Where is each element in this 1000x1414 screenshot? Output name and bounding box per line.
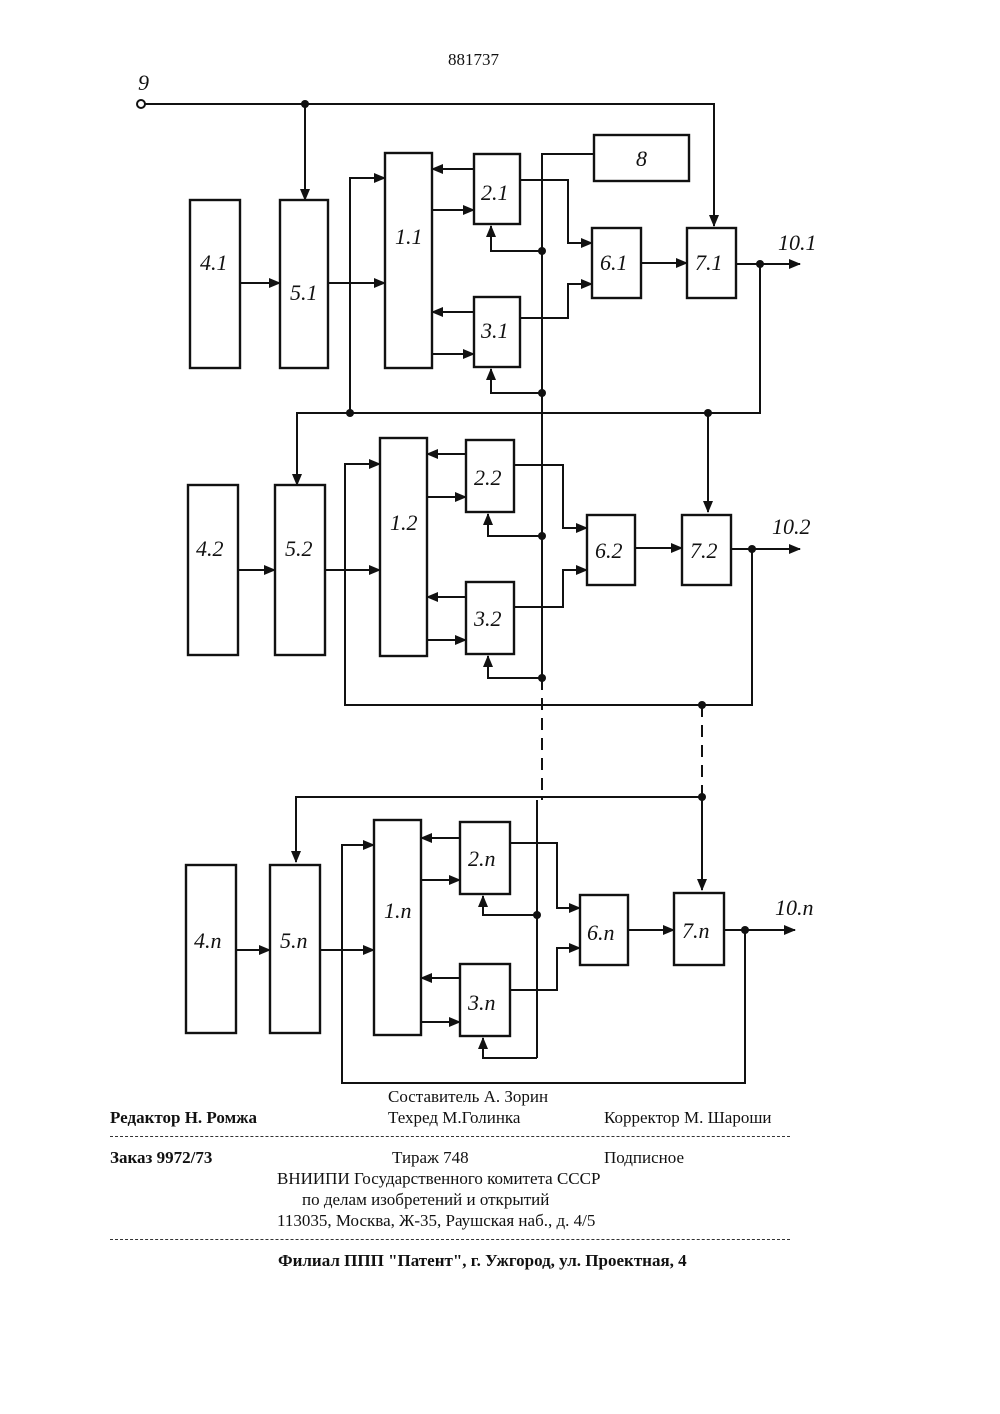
block-1-2-label: 1.2 — [390, 510, 418, 535]
block-1-n — [374, 820, 421, 1035]
block-1-2 — [380, 438, 427, 656]
wire-3-n-to-6-n — [510, 948, 580, 990]
block-5-n-label: 5.n — [280, 928, 308, 953]
block-4-n-label: 4.n — [194, 928, 222, 953]
corrector-credit: Корректор М. Шароши — [604, 1108, 772, 1128]
order-number: Заказ 9972/73 — [110, 1148, 212, 1168]
block-6-2-label: 6.2 — [595, 538, 623, 563]
input-terminal — [137, 100, 145, 108]
block-5-1-label: 5.1 — [290, 280, 318, 305]
print-run: Тираж 748 — [392, 1148, 469, 1168]
ref-node-3-2 — [538, 674, 546, 682]
block-5-2 — [275, 485, 325, 655]
block-8-label: 8 — [636, 146, 647, 171]
composer-credit: Составитель А. Зорин — [388, 1087, 548, 1107]
editor-credit: Редактор Н. Ромжа — [110, 1108, 257, 1128]
wire-ref-to-3-1 — [491, 369, 542, 393]
block-4-2-label: 4.2 — [196, 536, 224, 561]
block-1-1 — [385, 153, 432, 368]
block-6-1-label: 6.1 — [600, 250, 628, 275]
wire-2-n-to-6-n — [510, 843, 580, 908]
wire-ref-to-2-2 — [488, 514, 542, 536]
block-2-n-label: 2.n — [468, 846, 496, 871]
org-line-2: по делам изобретений и открытий — [302, 1190, 549, 1210]
block-7-1-label: 7.1 — [695, 250, 723, 275]
block-3-n-label: 3.n — [467, 990, 496, 1015]
ref-node-3-1 — [538, 389, 546, 397]
ref-node-2-1 — [538, 247, 546, 255]
block-1-1-label: 1.1 — [395, 224, 423, 249]
wire-ref-to-2-1 — [491, 226, 542, 251]
block-1-n-label: 1.n — [384, 898, 412, 923]
divider-bottom — [110, 1239, 790, 1240]
wire-ref-to-2-n — [483, 896, 537, 915]
block-2-2-label: 2.2 — [474, 465, 502, 490]
wire-3-1-to-6-1 — [520, 284, 592, 318]
block-6-n-label: 6.n — [587, 920, 615, 945]
wire-2-1-to-6-1 — [520, 180, 592, 243]
block-7-2-label: 7.2 — [690, 538, 718, 563]
block-4-1-label: 4.1 — [200, 250, 228, 275]
block-3-1-label: 3.1 — [480, 318, 509, 343]
techred-credit: Техред М.Голинка — [388, 1108, 520, 1128]
ref-node-2-n — [533, 911, 541, 919]
output-label-10-2: 10.2 — [772, 514, 811, 539]
block-4-2 — [188, 485, 238, 655]
org-line-1: ВНИИПИ Государственного комитета СССР — [277, 1169, 600, 1189]
feedback-node-a — [346, 409, 354, 417]
wire-loop-to-1-1 — [350, 178, 385, 413]
wire-ref-to-3-n — [483, 1038, 537, 1058]
block-5-2-label: 5.2 — [285, 536, 313, 561]
block-7-n-label: 7.n — [682, 918, 710, 943]
wire-3-2-to-6-2 — [514, 570, 587, 607]
block-diagram: 9 8 4.1 5.1 1.1 2.1 3.1 6.1 7.1 10.1 4.2… — [0, 0, 1000, 1100]
block-3-2-label: 3.2 — [473, 606, 502, 631]
subscription-note: Подписное — [604, 1148, 684, 1168]
output-node-10-n — [741, 926, 749, 934]
ref-node-2-2 — [538, 532, 546, 540]
output-label-10-n: 10.n — [775, 895, 814, 920]
block-4-1 — [190, 200, 240, 368]
wire-ref-to-3-2 — [488, 656, 542, 678]
branch-address: Филиал ППП "Патент", г. Ужгород, ул. Про… — [278, 1251, 687, 1271]
divider-top — [110, 1136, 790, 1137]
output-node-10-2 — [748, 545, 756, 553]
block-2-1-label: 2.1 — [481, 180, 509, 205]
output-label-10-1: 10.1 — [778, 230, 817, 255]
org-line-3: 113035, Москва, Ж-35, Раушская наб., д. … — [277, 1211, 595, 1231]
wire-2-2-to-6-2 — [514, 465, 587, 528]
input-label: 9 — [138, 70, 149, 95]
